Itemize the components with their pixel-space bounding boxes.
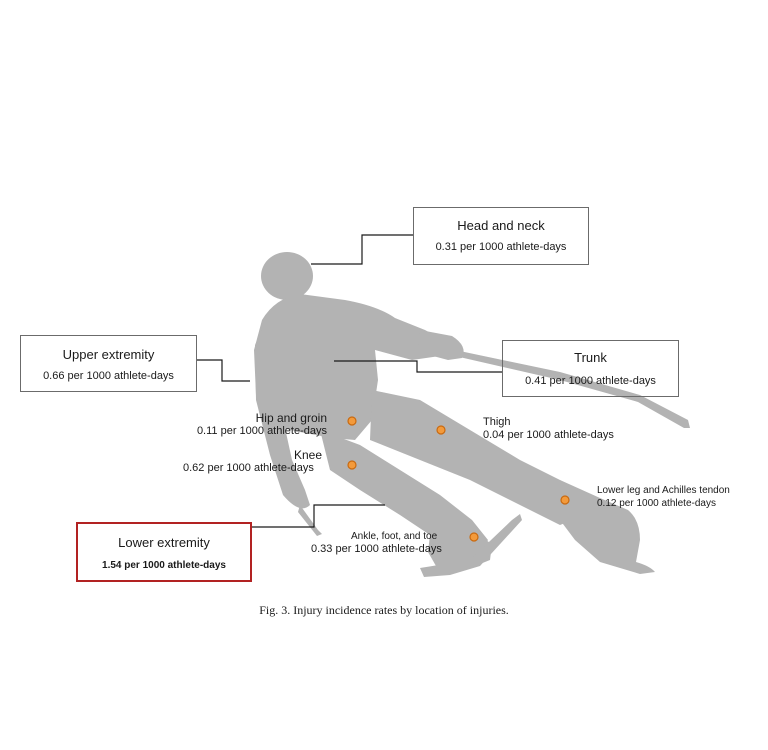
knee-label: Knee 0.62 per 1000 athlete-days — [183, 449, 325, 475]
head-neck-title: Head and neck — [457, 218, 545, 233]
marker-hip-groin — [347, 416, 357, 426]
connector-trunk — [334, 360, 502, 373]
skier-left-arm — [255, 330, 310, 509]
hip-groin-label: Hip and groin 0.11 per 1000 athlete-days — [195, 412, 327, 438]
marker-lower-leg — [560, 495, 570, 505]
ski-pole-lower — [298, 505, 322, 536]
skier-head — [261, 252, 313, 300]
ankle-rate: 0.33 per 1000 athlete-days — [311, 543, 442, 555]
ankle-label: Ankle, foot, and toe 0.33 per 1000 athle… — [311, 530, 442, 556]
skier-glove — [418, 330, 464, 360]
thigh-label: Thigh 0.04 per 1000 athlete-days — [483, 416, 614, 442]
lower-leg-rate: 0.12 per 1000 athlete-days — [597, 498, 716, 509]
skier-rear-boot — [560, 480, 655, 574]
skier-front-ski — [420, 514, 522, 577]
connector-head-neck — [311, 234, 413, 265]
lower-leg-name: Lower leg and Achilles tendon — [597, 485, 730, 496]
upper-extremity-box: Upper extremity 0.66 per 1000 athlete-da… — [20, 335, 197, 392]
trunk-title: Trunk — [574, 350, 607, 365]
skier-torso — [254, 294, 441, 440]
marker-thigh — [436, 425, 446, 435]
ankle-name: Ankle, foot, and toe — [351, 531, 438, 542]
hip-groin-rate: 0.11 per 1000 athlete-days — [196, 425, 327, 437]
connector-upper-extremity — [197, 359, 250, 382]
upper-extremity-title: Upper extremity — [62, 347, 155, 362]
knee-rate: 0.62 per 1000 athlete-days — [183, 462, 314, 474]
upper-extremity-rate: 0.66 per 1000 athlete-days — [43, 370, 174, 382]
lower-extremity-rate: 1.54 per 1000 athlete-days — [102, 560, 226, 571]
lower-extremity-title: Lower extremity — [118, 535, 210, 550]
knee-name: Knee — [294, 448, 323, 462]
head-neck-box: Head and neck 0.31 per 1000 athlete-days — [413, 207, 589, 265]
injury-markers — [347, 416, 570, 542]
head-neck-rate: 0.31 per 1000 athlete-days — [435, 241, 567, 253]
figure-caption: Fig. 3. Injury incidence rates by locati… — [259, 603, 509, 617]
marker-knee — [347, 460, 357, 470]
connector-lower-extremity — [252, 504, 385, 528]
trunk-rate: 0.41 per 1000 athlete-days — [525, 375, 656, 387]
skier-front-leg — [320, 430, 488, 555]
thigh-name: Thigh — [483, 416, 511, 428]
hip-groin-name: Hip and groin — [255, 411, 327, 425]
skier-rear-thigh — [370, 390, 585, 525]
thigh-rate: 0.04 per 1000 athlete-days — [483, 429, 614, 441]
marker-ankle — [469, 532, 479, 542]
trunk-box: Trunk 0.41 per 1000 athlete-days — [502, 340, 679, 397]
connector-lines — [197, 234, 502, 528]
ski-pole — [455, 350, 690, 428]
lower-extremity-box: Lower extremity 1.54 per 1000 athlete-da… — [76, 522, 252, 582]
lower-leg-label: Lower leg and Achilles tendon 0.12 per 1… — [597, 484, 730, 510]
skier-silhouette — [254, 252, 690, 577]
